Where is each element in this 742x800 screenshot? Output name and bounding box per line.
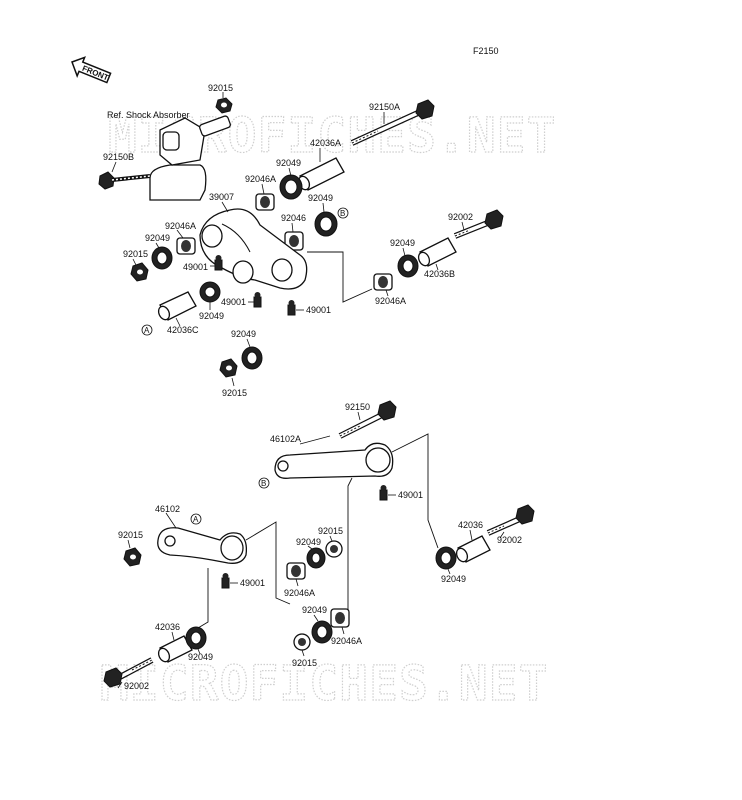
- nut-92015-top: [215, 97, 233, 114]
- collar-42036-left: [157, 635, 193, 663]
- callout-92049-b: 92049: [308, 193, 333, 203]
- callout-92046A-c: 92046A: [375, 296, 406, 306]
- callout-42036C: 42036C: [167, 325, 199, 335]
- callout-92002-right: 92002: [497, 535, 522, 545]
- seal-92049-j: [185, 626, 207, 650]
- frame-line-right: [391, 433, 439, 549]
- callout-92015-f: 92015: [292, 658, 317, 668]
- collar-42036C: [157, 291, 197, 321]
- bolt-92002-top: [453, 209, 504, 239]
- callout-92049-j: 92049: [188, 652, 213, 662]
- seal-92049-a: [279, 174, 303, 200]
- callout-42036A: 42036A: [310, 138, 341, 148]
- bolt-92002-left: [103, 657, 154, 688]
- callout-92046A-d: 92046A: [284, 588, 315, 598]
- bolt-92150: [338, 400, 397, 439]
- nut-92015-b: [130, 262, 149, 282]
- nut-92015-d: [123, 547, 142, 567]
- callout-92015-top: 92015: [208, 83, 233, 93]
- tie-rod-46102: [157, 527, 248, 564]
- seal-92049-f: [397, 254, 419, 278]
- callout-92049-h: 92049: [296, 537, 321, 547]
- callout-92046A-a: 92046A: [245, 174, 276, 184]
- callout-39007: 39007: [209, 192, 234, 202]
- seal-92049-i: [311, 620, 333, 644]
- front-arrow-icon: FRONT: [71, 56, 112, 84]
- shock-absorber: [149, 115, 231, 201]
- seal-92049-e: [241, 346, 263, 370]
- frame-line-upper: [307, 251, 373, 303]
- seal-92049-b: [314, 211, 338, 237]
- callout-46102: 46102: [155, 504, 180, 514]
- callout-46102A: 46102A: [270, 434, 301, 444]
- callout-92002-top: 92002: [448, 212, 473, 222]
- frame-line-lower-left-2: [197, 568, 209, 629]
- collar-42036B: [417, 237, 457, 267]
- watermark-bottom: MICROFICHES.NET: [100, 656, 548, 712]
- collar-42036A: [297, 157, 345, 191]
- callout-92049-c: 92049: [145, 233, 170, 243]
- seal-92049-h: [306, 547, 326, 569]
- callout-49001-b: 49001: [221, 297, 246, 307]
- marker-a-top: A: [144, 326, 150, 335]
- bolt-92002-right: [486, 504, 535, 536]
- bearing-92046A-c: [373, 273, 393, 291]
- marker-b-top: B: [340, 209, 345, 218]
- callout-92046: 92046: [281, 213, 306, 223]
- callout-92049-f: 92049: [390, 238, 415, 248]
- callout-92002-left: 92002: [124, 681, 149, 691]
- marker-a-lower: A: [193, 515, 199, 524]
- grease-nipple-49001-d: [379, 485, 388, 501]
- collar-42036-right: [455, 535, 491, 563]
- callout-42036-right: 42036: [458, 520, 483, 530]
- callout-49001-c: 49001: [306, 305, 331, 315]
- callout-49001-a: 49001: [183, 262, 208, 272]
- ref-shock-absorber-label: Ref. Shock Absorber: [107, 110, 190, 120]
- callout-92015-c: 92015: [222, 388, 247, 398]
- seal-92049-g: [435, 546, 457, 570]
- frame-line-lower-left: [245, 521, 291, 605]
- nut-92015-f: [293, 633, 311, 651]
- rocker-arm-39007: [199, 208, 308, 290]
- tie-rod-46102A: [274, 442, 394, 479]
- nut-92015-c: [219, 358, 238, 378]
- callout-92049-g: 92049: [441, 574, 466, 584]
- callout-49001-e: 49001: [240, 578, 265, 588]
- callout-92049-d: 92049: [199, 311, 224, 321]
- bolt-92150A: [350, 99, 435, 146]
- seal-92049-d: [199, 281, 221, 303]
- callout-92150A: 92150A: [369, 102, 400, 112]
- figure-code: F2150: [473, 46, 499, 56]
- bearing-92046A-d: [286, 562, 306, 580]
- grease-nipple-49001-a: [214, 255, 223, 271]
- callout-92046A-e: 92046A: [331, 636, 362, 646]
- bearing-92046A-e: [330, 608, 350, 628]
- callout-92150: 92150: [345, 402, 370, 412]
- bearing-92046A-b: [176, 237, 196, 255]
- nut-92015-e: [325, 540, 343, 558]
- callout-92015-d: 92015: [118, 530, 143, 540]
- callout-92049-a: 92049: [276, 158, 301, 168]
- grease-nipple-49001-c: [287, 300, 296, 316]
- bearing-92046A-a: [255, 193, 275, 211]
- callout-92015-b: 92015: [123, 249, 148, 259]
- callout-92015-e: 92015: [318, 526, 343, 536]
- marker-b-lower: B: [261, 479, 266, 488]
- bolt-92150B: [98, 171, 151, 190]
- callout-92049-i: 92049: [302, 605, 327, 615]
- seal-92049-c: [151, 246, 173, 270]
- callout-42036B: 42036B: [424, 269, 455, 279]
- callout-42036-left: 42036: [155, 622, 180, 632]
- callout-92046A-b: 92046A: [165, 221, 196, 231]
- grease-nipple-49001-e: [221, 573, 230, 589]
- callout-92049-e: 92049: [231, 329, 256, 339]
- callout-92150B: 92150B: [103, 152, 134, 162]
- grease-nipple-49001-b: [253, 292, 262, 308]
- callout-49001-d: 49001: [398, 490, 423, 500]
